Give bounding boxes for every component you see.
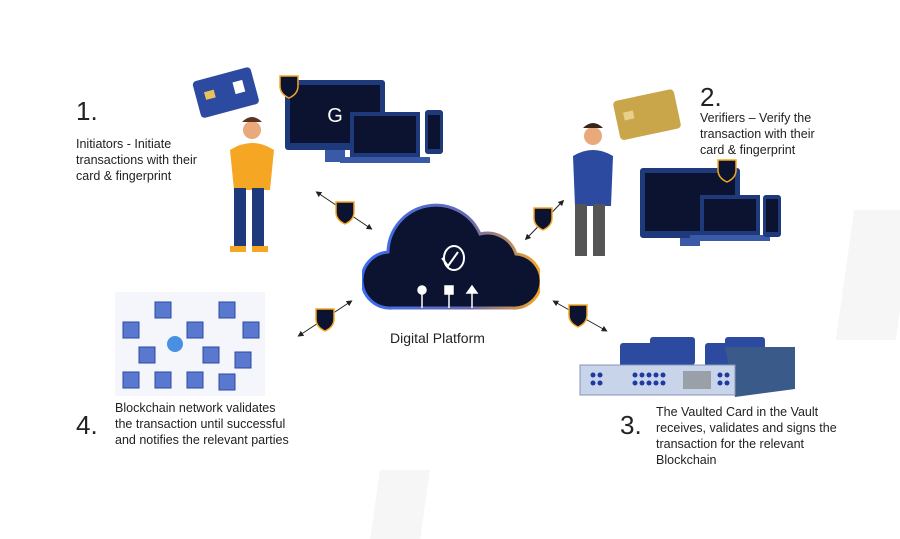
- person-verifier: [573, 123, 613, 256]
- lock-icon: [533, 207, 553, 231]
- verifier-illustration: [573, 89, 781, 256]
- initiator-illustration: G: [192, 67, 443, 252]
- lock-icon: [279, 75, 299, 99]
- gold-card-icon: [613, 89, 681, 140]
- step-3-number: 3.: [620, 410, 642, 440]
- lock-icon: [315, 308, 335, 332]
- laptop-icon: [340, 112, 430, 163]
- step-2-text: Verifiers – Verify the transaction with …: [700, 111, 815, 157]
- step-4-text: Blockchain network validates the transac…: [115, 401, 289, 447]
- person-initiator: [230, 117, 274, 252]
- laptop-icon: [690, 195, 770, 241]
- step-3-text: The Vaulted Card in the Vault receives, …: [656, 405, 837, 467]
- step-2-number: 2.: [700, 82, 722, 112]
- center-label: Digital Platform: [390, 330, 485, 346]
- blockchain-network-illustration: [115, 292, 265, 396]
- lock-icon: [335, 201, 355, 225]
- step-1-text: Initiators - Initiate transactions with …: [76, 137, 197, 183]
- step-1-number: 1.: [76, 96, 98, 126]
- connector-icons: [417, 284, 479, 308]
- digital-platform-cloud: [362, 203, 540, 310]
- svg-text:G: G: [327, 105, 343, 127]
- network-node-icon: [167, 336, 183, 352]
- platform-logo-icon: [441, 245, 465, 272]
- card-icon: [192, 67, 259, 118]
- lock-icon: [717, 159, 737, 183]
- phone-icon: [763, 195, 781, 237]
- step-4-number: 4.: [76, 410, 98, 440]
- vault-server-illustration: [579, 337, 795, 397]
- lock-icon: [568, 304, 588, 328]
- phone-icon: [425, 110, 443, 154]
